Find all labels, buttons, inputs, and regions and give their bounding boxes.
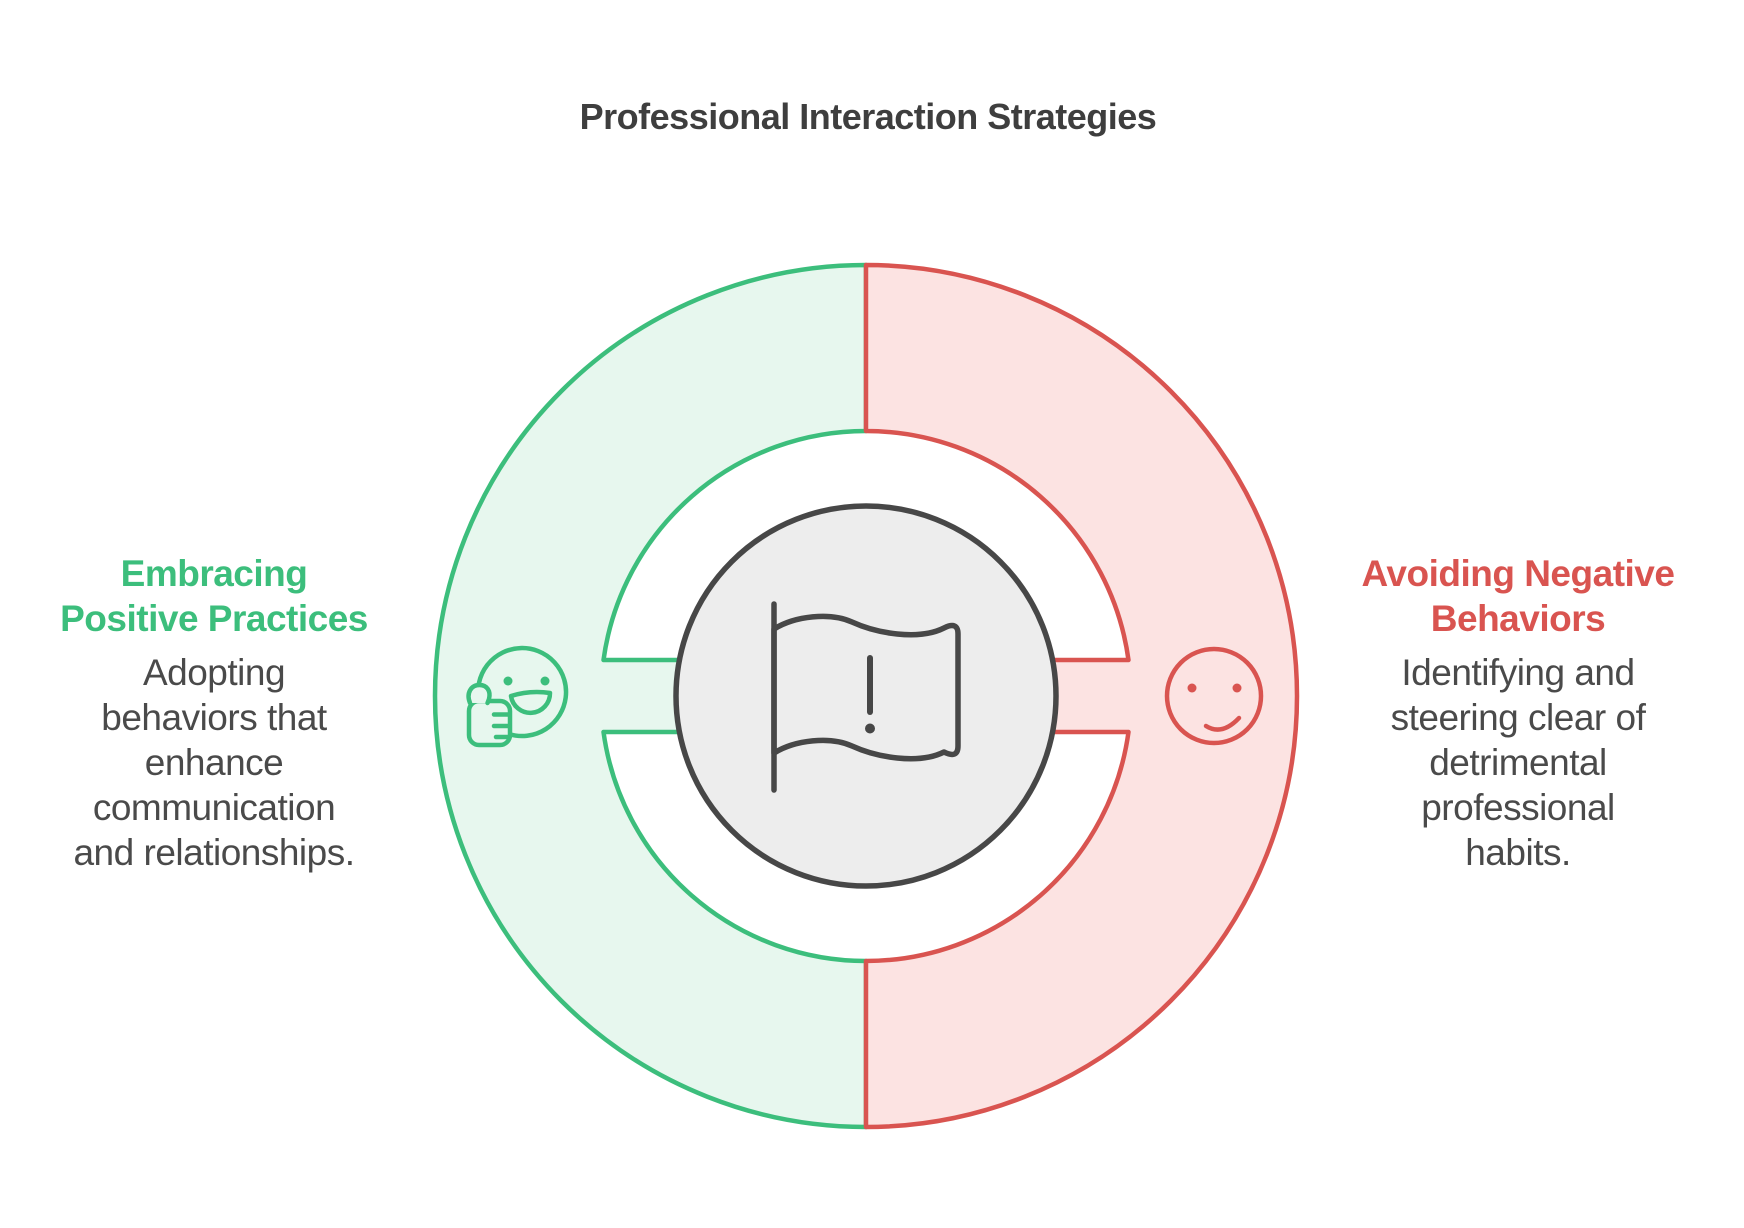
smiley-right-eye xyxy=(540,676,550,686)
negative-desc-line: Identifying and xyxy=(1401,652,1635,693)
sad-left-eye xyxy=(1187,683,1197,693)
sad-mouth xyxy=(1203,715,1242,732)
positive-desc-line: and relationships. xyxy=(73,832,355,873)
diagram-title: Professional Interaction Strategies xyxy=(579,96,1157,137)
thumbs-up-icon xyxy=(466,682,513,748)
negative-heading: Avoiding Negative Behaviors xyxy=(1328,551,1708,641)
negative-text-block: Avoiding Negative Behaviors Identifying … xyxy=(1328,551,1708,875)
sad-face-icon xyxy=(1164,646,1264,746)
positive-heading-line: Embracing xyxy=(120,553,308,594)
negative-desc-line: professional xyxy=(1421,787,1615,828)
exclamation-dot xyxy=(865,723,875,734)
sad-right-eye xyxy=(1232,683,1242,693)
positive-desc-line: Adopting xyxy=(142,652,286,693)
thumbs-up-thumb xyxy=(466,682,492,706)
negative-heading-line: Behaviors xyxy=(1430,598,1606,639)
positive-desc-line: enhance xyxy=(144,742,284,783)
flag-body xyxy=(771,613,961,762)
negative-desc-line: habits. xyxy=(1465,832,1571,873)
smiley-left-eye xyxy=(503,676,513,686)
negative-desc-line: steering clear of xyxy=(1390,697,1646,738)
negative-description: Identifying and steering clear of detrim… xyxy=(1328,650,1708,875)
smiley-mouth xyxy=(508,689,553,716)
positive-half-ring xyxy=(432,262,869,1130)
positive-desc-line: behaviors that xyxy=(101,697,327,738)
center-circle xyxy=(673,503,1059,889)
negative-half-ring xyxy=(863,262,1300,1130)
sad-face-circle xyxy=(1164,646,1264,746)
thumbs-up-fingers xyxy=(491,712,512,740)
positive-heading-line: Positive Practices xyxy=(60,598,368,639)
negative-desc-line: detrimental xyxy=(1429,742,1607,783)
negative-heading-line: Avoiding Negative xyxy=(1361,553,1675,594)
positive-description: Adopting behaviors that enhance communic… xyxy=(24,650,404,875)
flag-icon xyxy=(771,601,961,793)
positive-text-block: Embracing Positive Practices Adopting be… xyxy=(24,551,404,875)
smiley-thumbs-up-icon xyxy=(466,645,569,748)
smiley-face-circle xyxy=(475,645,569,739)
positive-heading: Embracing Positive Practices xyxy=(24,551,404,641)
positive-desc-line: communication xyxy=(92,787,336,828)
